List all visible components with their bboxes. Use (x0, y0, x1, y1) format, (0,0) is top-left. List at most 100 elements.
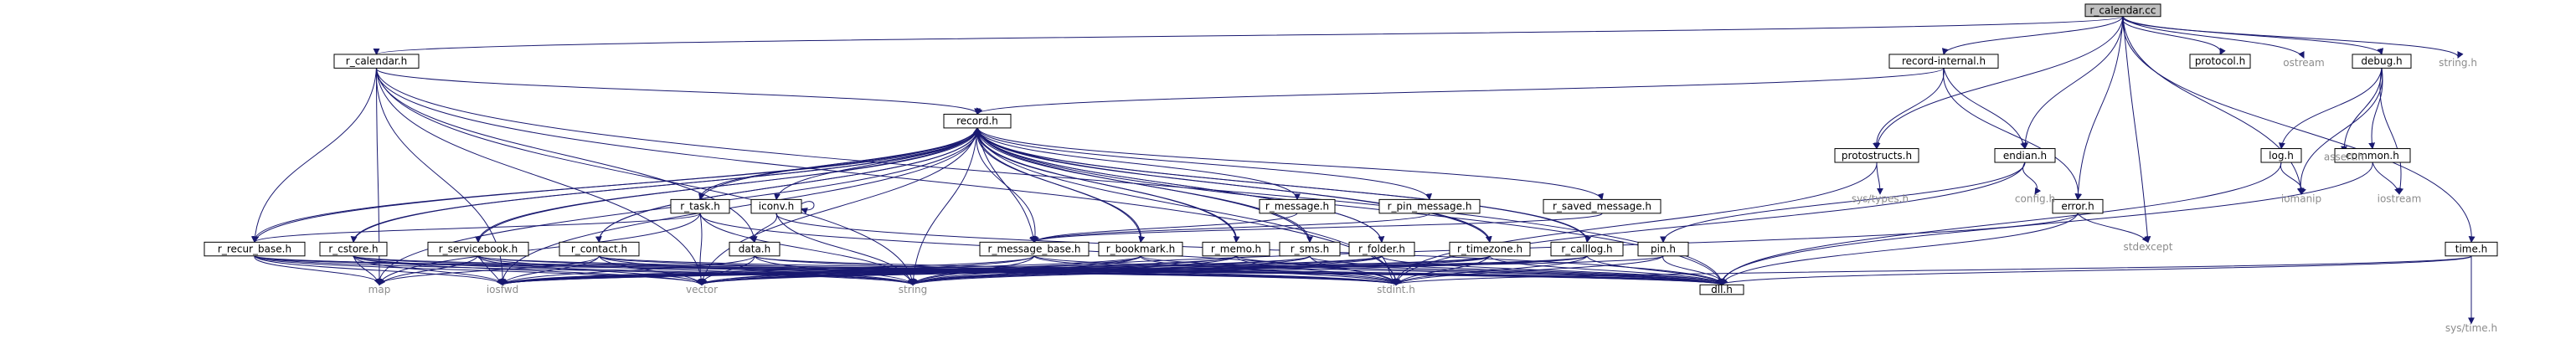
node-r-message-base-h[interactable]: r_message_base.h (979, 241, 1090, 257)
node-r-recur-base-h[interactable]: r_recur_base.h (204, 241, 306, 257)
edge-protostructs-h-to-sys-types-h (1876, 162, 1883, 195)
node-record-internal-h[interactable]: record-internal.h (1888, 54, 1999, 69)
node-box (2352, 54, 2412, 69)
node-label: r_calendar.h (346, 55, 407, 67)
node-label: r_calendar.cc (2089, 4, 2156, 16)
edge-common-h-to-iostream (2372, 162, 2401, 195)
node-string-h: string.h (2439, 57, 2477, 69)
node-pin-h[interactable]: pin.h (1637, 241, 1689, 257)
node-ostream: ostream (2283, 57, 2324, 69)
node-debug-h[interactable]: debug.h (2352, 54, 2412, 69)
edge-debug-h-to-iostream (2379, 68, 2404, 195)
node-box (333, 54, 420, 69)
node-common-h[interactable]: common.h (2334, 148, 2411, 163)
node-iosfwd: iosfwd (487, 284, 518, 295)
node-r-calllog-h[interactable]: r_calllog.h (1550, 241, 1624, 257)
node-r-contact-h[interactable]: r_contact.h (559, 241, 640, 257)
node-label: r_contact.h (571, 244, 627, 255)
edge-r-calendar-cc-to-iomanip (2122, 16, 2305, 195)
edge-r-servicebook-h-to-map (379, 255, 479, 286)
node-label: record.h (956, 116, 998, 127)
edge-r-calendar-cc-to-debug-h (2122, 16, 2383, 55)
edge-log-h-to-iomanip (2280, 162, 2306, 195)
edge-r-recur-base-h-to-record-h (254, 126, 982, 243)
node-label: log.h (2269, 150, 2294, 162)
node-iostream: iostream (2378, 193, 2422, 205)
node-time-h[interactable]: time.h (2445, 241, 2498, 257)
node-box (1543, 198, 1662, 214)
edge-r-memo-h-to-dll-h (1235, 255, 1723, 286)
node-label: pin.h (1651, 244, 1676, 255)
node-r-folder-h[interactable]: r_folder.h (1348, 241, 1415, 257)
node-label: string.h (2439, 57, 2477, 69)
edge-debug-h-to-log-h (2278, 68, 2383, 150)
node-label: r_task.h (680, 201, 720, 213)
node-r-task-h[interactable]: r_task.h (670, 198, 730, 214)
node-r-calendar-cc[interactable]: r_calendar.cc (2084, 3, 2161, 18)
edge-pin-h-to-dll-h (1662, 255, 1728, 286)
edge-r-message-base-h-to-dll-h (1033, 255, 1723, 286)
node-label: r_timezone.h (1457, 244, 1522, 255)
node-label: assert.h (2324, 151, 2364, 162)
node-label: r_folder.h (1358, 244, 1405, 255)
edge-r-timezone-h-to-record-h (974, 126, 1491, 243)
node-protocol-h[interactable]: protocol.h (2189, 54, 2251, 69)
node-log-h[interactable]: log.h (2260, 148, 2302, 163)
node-r-saved-message-h[interactable]: r_saved_message.h (1543, 198, 1662, 214)
node-iconv-h[interactable]: iconv.h (750, 198, 802, 214)
node-label: string (899, 284, 927, 295)
node-r-pin-message-h[interactable]: r_pin_message.h (1378, 198, 1481, 214)
node-label: iostream (2378, 193, 2422, 205)
node-r-bookmark-h[interactable]: r_bookmark.h (1098, 241, 1183, 257)
node-label: r_servicebook.h (439, 244, 518, 255)
node-r-message-h[interactable]: r_message.h (1259, 198, 1336, 214)
edge-pin-h-to-stdint-h (1395, 255, 1664, 286)
edge-r-task-h-to-map (377, 213, 701, 286)
edge-r-calendar-cc-to-protostructs-h (1873, 16, 2124, 150)
node-dll-h[interactable]: dll.h (1699, 284, 1744, 295)
node-box (319, 241, 388, 257)
edge-r-message-base-h-to-record-h (972, 126, 1036, 243)
edge-pin-h-to-iosfwd (496, 255, 1664, 286)
node-label: error.h (2061, 201, 2094, 213)
node-protostructs-h[interactable]: protostructs.h (1834, 148, 1919, 163)
node-label: r_message_base.h (988, 244, 1081, 255)
node-r-sms-h[interactable]: r_sms.h (1279, 241, 1341, 257)
node-r-servicebook-h[interactable]: r_servicebook.h (427, 241, 529, 257)
node-data-h[interactable]: data.h (729, 241, 781, 257)
edge-r-calllog-h-to-dll-h (1586, 255, 1723, 286)
node-label: r_recur_base.h (218, 244, 291, 255)
node-r-timezone-h[interactable]: r_timezone.h (1449, 241, 1531, 257)
node-r-memo-h[interactable]: r_memo.h (1202, 241, 1270, 257)
node-stdint-h: stdint.h (1377, 284, 1415, 295)
edge-record-internal-h-to-endian-h (1943, 68, 2027, 150)
node-label: debug.h (2361, 55, 2402, 67)
node-box (2052, 198, 2104, 214)
node-label: stdint.h (1377, 284, 1415, 295)
node-record-h[interactable]: record.h (943, 113, 1012, 129)
node-box (1550, 241, 1624, 257)
node-box (2334, 148, 2411, 163)
node-label: r_calllog.h (1561, 244, 1612, 255)
node-r-cstore-h[interactable]: r_cstore.h (319, 241, 388, 257)
node-error-h[interactable]: error.h (2052, 198, 2104, 214)
edge-time-h-to-stdint-h (1389, 255, 2472, 286)
node-stdexcept: stdexcept (2124, 241, 2173, 253)
node-endian-h[interactable]: endian.h (1994, 148, 2056, 163)
node-label: iosfwd (487, 284, 518, 295)
dependency-nodes: r_calendar.cc protocol.h record-internal.h… (204, 3, 2498, 334)
node-box (1348, 241, 1415, 257)
node-box (2084, 3, 2161, 18)
node-label: record-internal.h (1902, 55, 1986, 67)
node-label: r_saved_message.h (1553, 201, 1651, 213)
node-label: dll.h (1711, 284, 1733, 295)
node-box (729, 241, 781, 257)
node-label: map (368, 284, 391, 295)
edge-r-calendar-cc-to-protocol-h (2122, 16, 2226, 55)
edge-endian-h-to-pin-h (1660, 162, 2026, 244)
node-label: r_memo.h (1211, 244, 1261, 255)
node-r-calendar-h[interactable]: r_calendar.h (333, 54, 420, 69)
node-label: iconv.h (759, 201, 794, 213)
edge-r-recur-base-h-to-iosfwd (254, 255, 504, 286)
